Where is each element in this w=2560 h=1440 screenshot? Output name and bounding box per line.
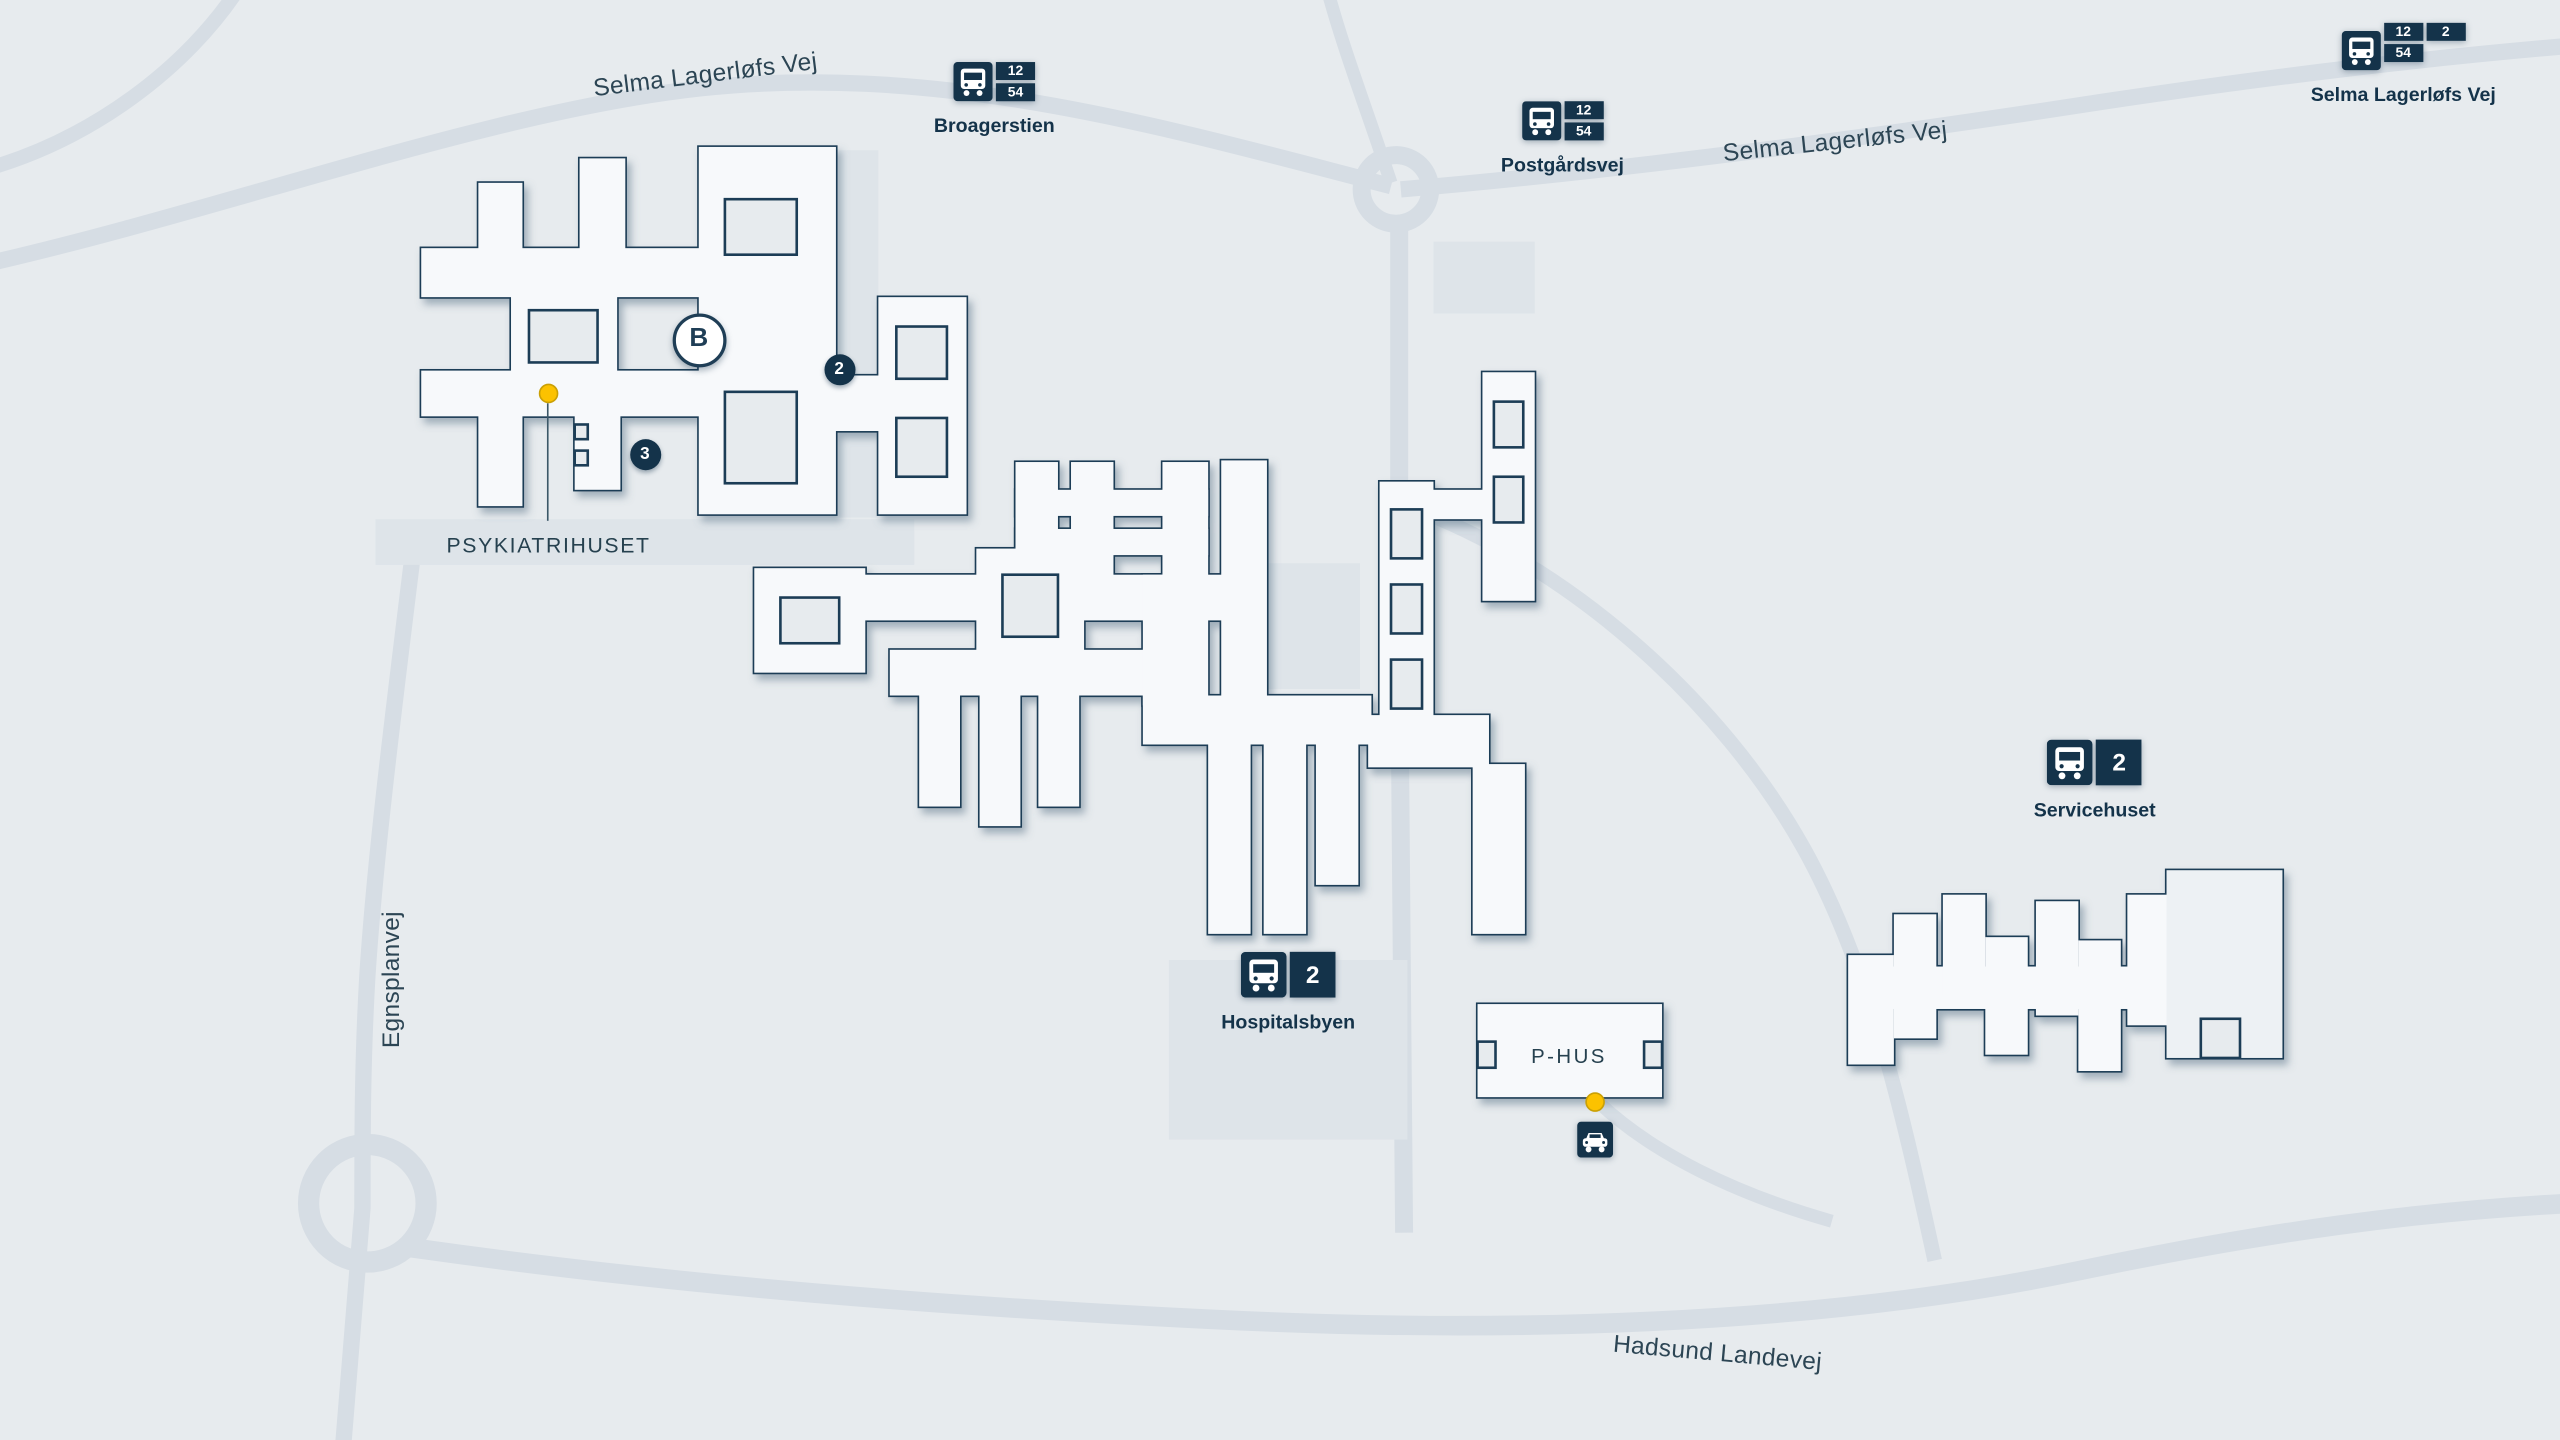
bus-stop-badge: 2 — [2047, 739, 2143, 786]
building-label-psykiatrihuset: PSYKIATRIHUSET — [446, 533, 651, 558]
bus-stop-hospitalsbyen[interactable]: 2 Hospitalsbyen — [1221, 951, 1356, 1034]
poi-marker-3[interactable]: 3 — [629, 438, 661, 470]
bus-stop-postgaardsvej[interactable]: 12 54 Postgårdsvej — [1501, 101, 1624, 176]
bus-stop-badge: 12 54 — [953, 62, 1036, 102]
bus-stop-label: Servicehuset — [2033, 798, 2156, 822]
route-numbers: 12 54 — [1564, 101, 1604, 141]
building-psykiatrihuset — [419, 145, 969, 516]
building-servicehuset-courtyards — [2199, 1017, 2242, 1060]
building-hospital-mass — [754, 372, 1535, 934]
route-numbers: 12 54 — [995, 62, 1036, 102]
bus-icon — [1241, 952, 1287, 998]
entrance-dot — [538, 383, 559, 404]
leader-line — [546, 403, 550, 521]
poi-marker-2[interactable]: 2 — [823, 353, 855, 385]
building-psykiatrihuset-courtyards — [527, 197, 949, 485]
plaza-hospital-court — [1268, 563, 1360, 689]
car-icon[interactable] — [1577, 1122, 1613, 1158]
bus-icon — [2047, 740, 2093, 786]
road-top-left-curve — [0, 0, 240, 173]
bus-icon — [1522, 101, 1561, 140]
plaza-hospitalsbyen — [1168, 959, 1408, 1140]
roundabout-southwest — [297, 1133, 437, 1273]
route-badge: 2 — [1289, 951, 1336, 998]
entrance-dot — [1585, 1092, 1605, 1112]
bus-stop-broagerstien[interactable]: 12 54 Broagerstien — [934, 62, 1055, 137]
plaza-northeast — [1433, 241, 1535, 314]
plaza-psykiatrihuset-front — [375, 519, 915, 565]
building-p-hus-notches — [1476, 1040, 1664, 1070]
road-selma-lagerlofs-vej-west — [0, 74, 1394, 270]
building-p-hus-mass — [1477, 1004, 1663, 1098]
building-label-p-hus: P-HUS — [1531, 1044, 1607, 1068]
building-servicehuset-mass — [1848, 870, 2283, 1072]
road-parking-connector — [1595, 1098, 1834, 1228]
route-badge: 54 — [2383, 44, 2423, 63]
route-badge: 12 — [2383, 22, 2423, 41]
plazas — [375, 150, 1535, 1140]
bus-stop-servicehuset[interactable]: 2 Servicehuset — [2033, 739, 2156, 822]
roundabout-north — [1352, 146, 1440, 233]
building-servicehuset-complex — [1846, 868, 2285, 1073]
route-numbers: 12 54 — [2383, 22, 2423, 63]
bus-stop-label: Selma Lagerløfs Vej — [2310, 83, 2496, 107]
road-southeast-connector — [1404, 499, 1942, 1262]
bus-stop-badge: 2 — [1241, 951, 1336, 998]
route-badge: 2 — [2096, 739, 2143, 786]
road-hadsund-landevej — [406, 1194, 2560, 1336]
bus-stop-badge: 12 54 — [1522, 101, 1604, 141]
bus-icon — [953, 62, 992, 101]
route-badge: 54 — [1564, 122, 1604, 141]
street-label-egnsplanvej: Egnsplanvej — [377, 911, 406, 1049]
building-p-hus — [1475, 1002, 1664, 1099]
route-badge: 2 — [2426, 22, 2466, 41]
entrance-b-marker[interactable]: B — [671, 312, 726, 367]
building-hospital-courtyards — [779, 400, 1525, 710]
route-badge: 12 — [1564, 101, 1604, 120]
bus-stop-badge: 12 54 2 — [2341, 22, 2466, 70]
bus-stop-label: Hospitalsbyen — [1221, 1010, 1356, 1034]
plaza-psykiatri-east-path — [839, 150, 879, 518]
route-badge: 54 — [995, 83, 1036, 102]
bus-icon — [2341, 31, 2380, 70]
building-hospital-complex — [752, 370, 1537, 936]
route-badge: 12 — [995, 62, 1036, 80]
bus-stop-label: Postgårdsvej — [1500, 153, 1624, 177]
bus-stop-selma-lagerlofs-vej[interactable]: 12 54 2 Selma Lagerløfs Vej — [2310, 22, 2496, 107]
bus-stop-label: Broagerstien — [933, 114, 1055, 138]
